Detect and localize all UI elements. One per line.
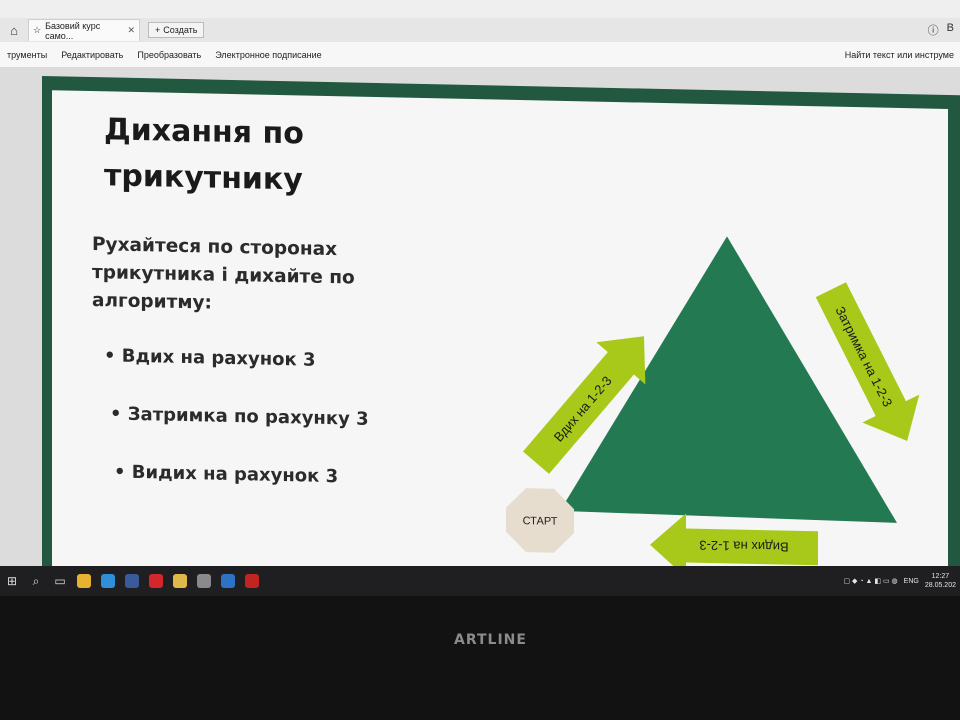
screen: ⌂ ☆ Базовий курс само... ✕ + Создать ⓘ В… xyxy=(0,0,960,640)
acrobat-icon[interactable] xyxy=(245,574,259,588)
browser-tab-strip: ⌂ ☆ Базовий курс само... ✕ + Создать ⓘ В xyxy=(0,18,960,42)
file-explorer-icon[interactable] xyxy=(173,574,187,588)
monitor-brand-logo: ARTLINE xyxy=(454,632,527,648)
system-tray: ▢ ◆ ◔ ▲ ◧ ▭ ◍ ENG 12:27 28.05.202 xyxy=(844,572,960,590)
slide-title: Дихання по трикутнику xyxy=(104,112,304,198)
app-toolbar: трументы Редактировать Преобразовать Эле… xyxy=(0,42,960,68)
account-initial[interactable]: В xyxy=(946,22,954,34)
slide-page: Дихання по трикутнику Рухайтеся по сторо… xyxy=(52,90,948,615)
zoom-icon[interactable] xyxy=(125,574,139,588)
exhale-arrow-label: Видих на 1-2-3 xyxy=(699,538,788,555)
edge-icon[interactable] xyxy=(101,574,115,588)
chrome-icon[interactable] xyxy=(77,574,91,588)
bullet-inhale: • Вдих на рахунок 3 xyxy=(104,345,316,371)
tab-document[interactable]: ☆ Базовий курс само... ✕ xyxy=(28,19,140,41)
bullet-hold: • Затримка по рахунку 3 xyxy=(110,403,369,430)
new-tab-label: Создать xyxy=(163,25,198,35)
breathing-triangle xyxy=(560,236,897,523)
tab-title: Базовий курс само... xyxy=(45,20,101,41)
help-icon[interactable]: ⓘ xyxy=(927,25,939,37)
menu-tools[interactable]: трументы xyxy=(7,49,48,60)
home-icon[interactable]: ⌂ xyxy=(10,22,18,38)
app-icon[interactable] xyxy=(197,574,211,588)
start-shape xyxy=(506,488,574,553)
language-indicator[interactable]: ENG xyxy=(903,577,919,585)
find-text-field[interactable]: Найти текст или инструме xyxy=(844,49,954,60)
bullet-exhale: • Видих на рахунок 3 xyxy=(114,461,339,488)
slide-frame: Дихання по трикутнику Рухайтеся по сторо… xyxy=(42,76,960,640)
document-area: Дихання по трикутнику Рухайтеся по сторо… xyxy=(0,68,960,640)
menu-e-sign[interactable]: Электронное подписание xyxy=(215,49,322,60)
clock[interactable]: 12:27 28.05.202 xyxy=(925,572,956,590)
start-label: СТАРТ xyxy=(523,515,558,528)
new-tab-button[interactable]: + Создать xyxy=(148,22,205,38)
menu-convert[interactable]: Преобразовать xyxy=(137,49,202,60)
close-tab-icon[interactable]: ✕ xyxy=(127,25,135,35)
clock-date: 28.05.202 xyxy=(924,582,956,589)
search-icon[interactable]: ⌕ xyxy=(32,573,40,588)
clock-time: 12:27 xyxy=(931,573,950,580)
plus-icon: + xyxy=(155,25,161,35)
menu-edit[interactable]: Редактировать xyxy=(61,49,124,60)
windows-taskbar: ⊞ ⌕ ▭ ▢ ◆ ◔ ▲ ◧ ▭ ◍ ENG 12:27 28.05.202 xyxy=(0,566,960,596)
start-marker: СТАРТ xyxy=(506,488,574,553)
breathing-triangle-diagram: Вдих на 1-2-3 Затримка на 1-2-3 Видих на… xyxy=(506,236,920,578)
task-view-icon[interactable]: ▭ xyxy=(54,574,66,588)
exhale-arrow-shape xyxy=(650,513,818,578)
exhale-arrow: Видих на 1-2-3 xyxy=(650,513,818,578)
outlook-icon[interactable] xyxy=(221,574,235,588)
hold-arrow-shape xyxy=(815,282,920,441)
bullet-list: • Вдих на рахунок 3 • Затримка по рахунк… xyxy=(104,345,369,525)
windows-start-icon[interactable]: ⊞ xyxy=(6,574,18,588)
slide-intro: Рухайтеся по сторонах трикутника і дихай… xyxy=(92,234,355,314)
tray-icons[interactable]: ▢ ◆ ◔ ▲ ◧ ▭ ◍ xyxy=(843,578,898,585)
opera-icon[interactable] xyxy=(149,574,163,588)
star-icon[interactable]: ☆ xyxy=(33,25,42,35)
inhale-arrow-shape xyxy=(522,336,646,474)
monitor-bezel: ARTLINE xyxy=(0,596,960,720)
